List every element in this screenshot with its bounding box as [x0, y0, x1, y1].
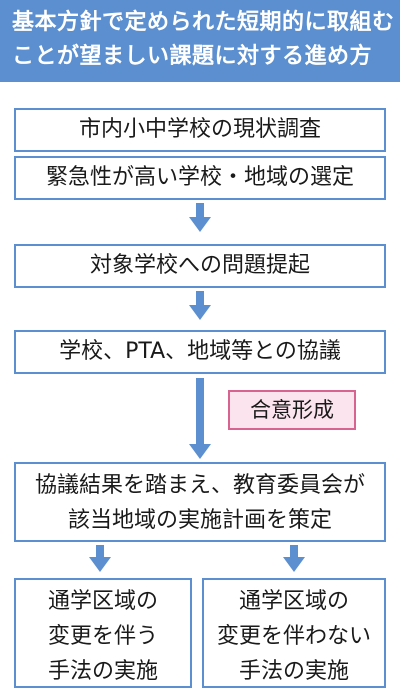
step-proposal-box: 対象学校への問題提起 [14, 244, 386, 288]
title-line-2: ことが望ましい課題に対する進め方 [12, 44, 373, 69]
step-survey-label: 市内小中学校の現状調査 [78, 117, 321, 142]
step-survey-box: 市内小中学校の現状調査 [14, 108, 386, 152]
option-with-change-box: 通学区域の 変更を伴う 手法の実施 [14, 578, 192, 688]
step-proposal-label: 対象学校への問題提起 [89, 253, 310, 278]
down-arrow-icon [189, 203, 211, 232]
step-plan-line-1: 協議結果を踏まえ、教育委員会が [34, 473, 365, 498]
diagram-title: 基本方針で定められた短期的に取組む ことが望ましい課題に対する進め方 [0, 0, 400, 82]
option-with-change-line-3: 手法の実施 [47, 659, 158, 684]
title-line-1: 基本方針で定められた短期的に取組む [12, 10, 395, 35]
step-selection-box: 緊急性が高い学校・地域の選定 [14, 156, 386, 200]
consensus-label: 合意形成 [250, 398, 334, 422]
step-discussion-label: 学校、PTA、地域等との協議 [59, 339, 341, 364]
option-without-change-line-2: 変更を伴わない [216, 624, 371, 649]
option-with-change-line-2: 変更を伴う [47, 624, 158, 649]
step-plan-box: 協議結果を踏まえ、教育委員会が 該当地域の実施計画を策定 [14, 462, 386, 542]
step-plan-line-2: 該当地域の実施計画を策定 [67, 508, 332, 533]
consensus-badge: 合意形成 [228, 390, 356, 430]
down-arrow-icon [89, 545, 111, 572]
option-without-change-line-1: 通学区域の [238, 589, 349, 614]
step-discussion-box: 学校、PTA、地域等との協議 [14, 330, 386, 374]
option-without-change-box: 通学区域の 変更を伴わない 手法の実施 [202, 578, 386, 688]
down-arrow-icon [189, 291, 211, 320]
option-without-change-line-3: 手法の実施 [238, 659, 349, 684]
down-arrow-icon [283, 545, 305, 572]
down-arrow-icon [189, 378, 211, 459]
step-selection-label: 緊急性が高い学校・地域の選定 [45, 165, 354, 190]
option-with-change-line-1: 通学区域の [47, 589, 158, 614]
